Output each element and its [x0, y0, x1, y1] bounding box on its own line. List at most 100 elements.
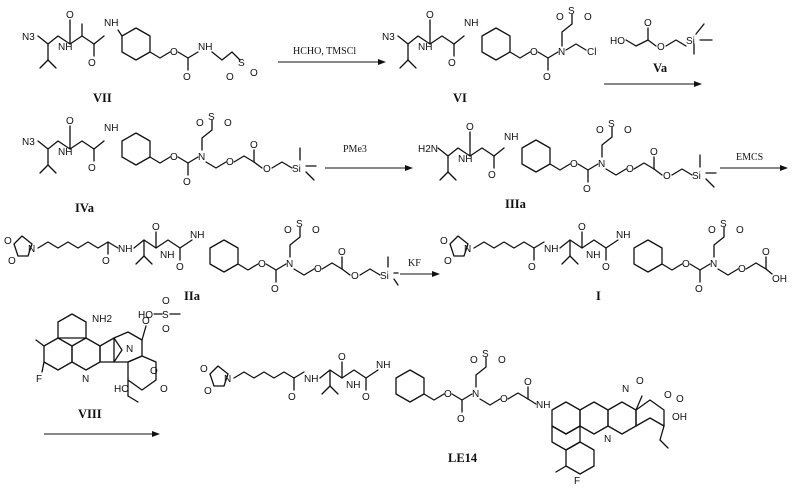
atom-si-iva: Si	[292, 164, 301, 175]
atom-o-iiia-8: O	[650, 147, 658, 158]
atom-o-vi-3: O	[530, 47, 538, 58]
atom-o-vi-4: O	[543, 72, 551, 83]
atom-o-iva-2: O	[88, 163, 96, 174]
compound-IVa-structure: N3 O NH O NH O O N S O O O O O Si	[22, 112, 317, 188]
atom-n-le14-3: N	[604, 434, 611, 445]
atom-nh-i-2: NH	[586, 250, 600, 261]
atom-nh-vi-1: NH	[418, 42, 432, 53]
label-IIIa: IIIa	[505, 197, 527, 211]
atom-nh-i-3: NH	[616, 230, 630, 241]
atom-o-iia-2: O	[8, 256, 16, 267]
atom-n-vi: N	[558, 47, 565, 58]
atom-n-le14-1: N	[224, 374, 231, 385]
atom-o-iiia-2: O	[488, 170, 496, 181]
atom-o-i-9: O	[736, 225, 744, 236]
atom-n-iva: N	[198, 152, 205, 163]
atom-o-iiia-1: O	[466, 122, 474, 133]
atom-o-le14-9: O	[498, 355, 506, 366]
atom-o-iia-6: O	[258, 259, 266, 270]
atom-n-iia-1: N	[28, 244, 35, 255]
reagent-step5: KF	[408, 258, 421, 269]
atom-o-vi-6: O	[584, 12, 592, 23]
reagent-step4: EMCS	[736, 152, 763, 163]
compound-VIII-structure: NH2 F N N O HO O O HO S O O	[35, 296, 181, 403]
atom-o-le14-2: O	[204, 386, 212, 397]
atom-o-i-2: O	[444, 256, 452, 267]
atom-o-vii-2: O	[88, 58, 96, 69]
atom-s-le14: S	[482, 349, 489, 360]
atom-si-va: Si	[686, 36, 695, 47]
reagent-step3: PMe3	[343, 144, 367, 155]
compound-IIIa-structure: H2N O NH O NH O O N S O O O O O Si	[418, 119, 717, 195]
atom-s-iva: S	[208, 112, 215, 123]
atom-ho-va: HO	[610, 36, 625, 47]
atom-nh-vii-2: NH	[104, 18, 118, 29]
atom-n-viii-1: N	[82, 374, 89, 385]
atom-h2n-iiia: H2N	[418, 144, 438, 155]
atom-o-iva-7: O	[226, 157, 234, 168]
atom-o-le14-13: O	[664, 390, 672, 401]
atom-o-le14-8: O	[470, 355, 478, 366]
atom-ho-viii: HO	[114, 384, 129, 395]
atom-o-le14-14: O	[676, 394, 684, 405]
atom-si-iia: Si	[380, 271, 389, 282]
label-VII: VII	[93, 91, 112, 105]
atom-nh-i-1: NH	[544, 244, 558, 255]
atom-s-viii: S	[162, 310, 169, 321]
atom-o-iva-3: O	[170, 152, 178, 163]
atom-n3-vi: N3	[382, 32, 395, 43]
atom-o-vi-1: O	[426, 10, 434, 21]
atom-o-vii-3: O	[170, 47, 178, 58]
atom-o-iia-8: O	[284, 225, 292, 236]
label-VIII: VIII	[78, 407, 102, 421]
atom-o-iva-1: O	[66, 116, 74, 127]
atom-o-le14-7: O	[457, 414, 465, 425]
reagent-step1: HCHO, TMSCl	[293, 46, 356, 57]
atom-o-iia-1: O	[4, 236, 12, 247]
atom-o-iva-6: O	[224, 118, 232, 129]
atom-ho-viii-salt: HO	[138, 310, 153, 321]
atom-o-i-6: O	[682, 259, 690, 270]
label-Va: Va	[653, 61, 668, 75]
atom-o-iia-12: O	[351, 271, 359, 282]
atom-o-iiia-4: O	[583, 184, 591, 195]
atom-o-viii-5: O	[162, 324, 170, 335]
atom-n-i-2: N	[710, 259, 717, 270]
atom-o-iia-4: O	[152, 222, 160, 233]
compound-Va-structure: HO O O Si	[610, 18, 713, 55]
atom-o-iia-3: O	[102, 256, 110, 267]
atom-oh-le14: OH	[672, 412, 687, 423]
atom-o-viii-4: O	[162, 296, 170, 307]
atom-n3-vii: N3	[22, 32, 35, 43]
atom-o-viii-2: O	[150, 366, 158, 377]
atom-nh-iia-2: NH	[160, 250, 174, 261]
label-LE14: LE14	[448, 451, 478, 465]
atom-o-i-5: O	[602, 262, 610, 273]
atom-o-iia-7: O	[271, 284, 279, 295]
atom-o-i-8: O	[708, 225, 716, 236]
atom-s-vi: S	[568, 6, 575, 17]
atom-n-iiia: N	[598, 159, 605, 170]
atom-nh-vii-1: NH	[58, 42, 72, 53]
atom-o-vi-5: O	[556, 12, 564, 23]
atom-o-i-10: O	[738, 264, 746, 275]
atom-o-i-4: O	[578, 222, 586, 233]
atom-o-iva-4: O	[183, 177, 191, 188]
atom-nh-iva-2: NH	[104, 123, 118, 134]
atom-o-iia-5: O	[176, 262, 184, 273]
atom-nh-le14-4: NH	[536, 400, 550, 411]
atom-f-viii: F	[36, 374, 42, 385]
atom-nh2-viii: NH2	[92, 314, 112, 325]
atom-nh-vi-2: NH	[464, 18, 478, 29]
compound-IIa-structure: O O N O NH O NH O NH O O N S O O O O O	[4, 219, 399, 295]
compound-VII-structure: N3 O NH O NH O O NH S O O	[22, 10, 258, 83]
atom-nh-le14-2: NH	[346, 380, 360, 391]
label-VI: VI	[453, 91, 467, 105]
atom-o-iiia-5: O	[596, 125, 604, 136]
atom-nh-iiia-2: NH	[504, 132, 518, 143]
atom-nh-le14-3: NH	[376, 360, 390, 371]
compound-LE14-structure: O O N O NH O NH O NH O O N S O O O O NH	[200, 349, 687, 487]
atom-o-i-11: O	[762, 247, 770, 258]
atom-o-le14-10: O	[500, 394, 508, 405]
label-I: I	[596, 289, 601, 303]
